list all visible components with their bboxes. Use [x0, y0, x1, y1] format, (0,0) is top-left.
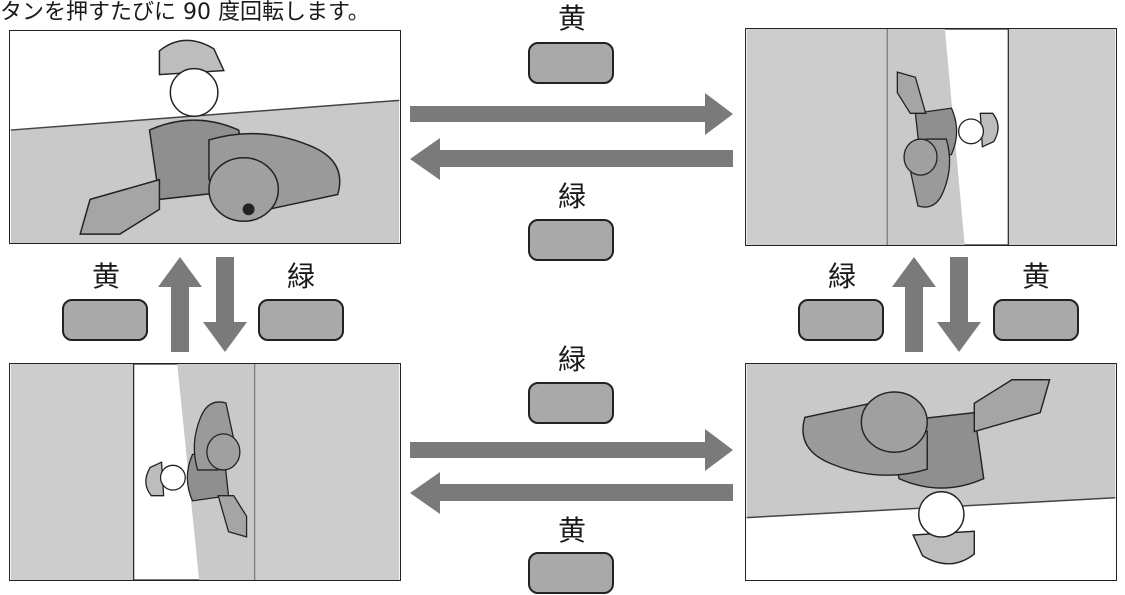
- label-yellow-right: 黄: [1021, 260, 1050, 293]
- photo-rotated-90: [746, 29, 1116, 245]
- label-green-bottom: 緑: [557, 343, 586, 376]
- button-green-top[interactable]: [528, 219, 614, 261]
- photo-rotated-180: [746, 364, 1116, 565]
- arrow-left-bottom: [410, 472, 733, 514]
- arrow-up-left: [158, 257, 202, 352]
- label-yellow-bottom: 黄: [557, 514, 586, 547]
- label-yellow-left: 黄: [91, 260, 120, 293]
- label-green-right: 緑: [827, 260, 856, 293]
- photo-boy-and-dog: [10, 39, 400, 243]
- photo-rotated-270: [10, 364, 400, 580]
- instruction-caption: タンを押すたびに 90 度回転します。: [0, 0, 370, 25]
- arrow-down-right: [937, 257, 981, 352]
- arrow-right-bottom: [410, 429, 733, 471]
- button-yellow-top[interactable]: [528, 42, 614, 84]
- button-green-bottom[interactable]: [528, 382, 614, 424]
- image-panel-rotated-270: [9, 363, 401, 581]
- arrow-up-right: [892, 257, 936, 352]
- image-panel-rotated-90: [745, 28, 1117, 246]
- button-yellow-left[interactable]: [62, 299, 148, 341]
- label-green-top: 緑: [557, 180, 586, 213]
- image-panel-normal: [9, 30, 401, 244]
- arrow-down-left: [203, 257, 247, 352]
- button-green-left[interactable]: [258, 299, 344, 341]
- arrow-left-top: [410, 138, 733, 180]
- label-yellow-top: 黄: [557, 2, 586, 35]
- label-green-left: 緑: [286, 260, 315, 293]
- arrow-right-top: [410, 93, 733, 135]
- image-panel-rotated-180: [745, 363, 1117, 581]
- button-yellow-bottom[interactable]: [528, 552, 614, 594]
- button-green-right[interactable]: [798, 299, 884, 341]
- button-yellow-right[interactable]: [993, 299, 1079, 341]
